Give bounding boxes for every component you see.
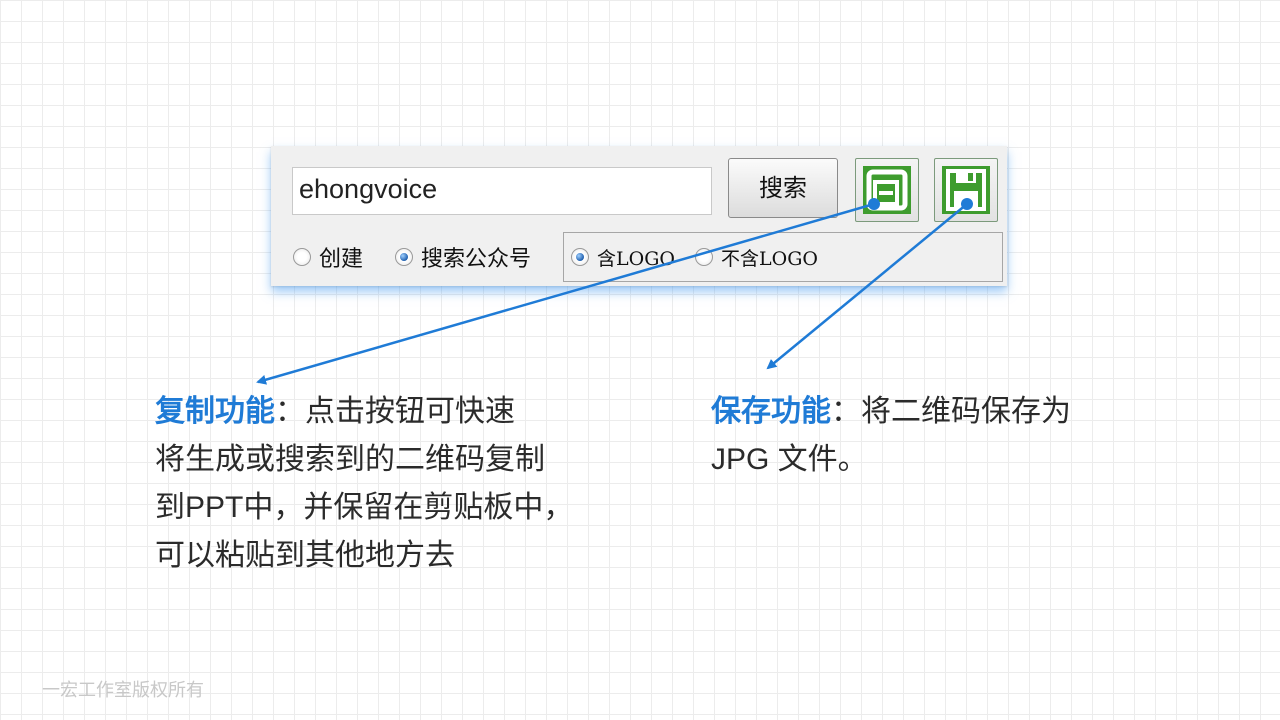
copy-callout-heading: 复制功能 <box>155 395 275 428</box>
copyright-footer: 一宏工作室版权所有 <box>42 680 204 700</box>
radio-without-logo-label: 不含LOGO <box>721 247 818 270</box>
copy-callout-line-1: 复制功能：点击按钮可快速 <box>155 388 605 436</box>
save-callout-arrow <box>766 203 968 370</box>
copy-callout-text-4: 可以粘贴到其他地方去 <box>155 539 455 572</box>
save-callout-separator: ： <box>831 395 861 428</box>
logo-option-group <box>563 232 1003 282</box>
save-callout-line-1: 保存功能：将二维码保存为 <box>711 388 1131 436</box>
copy-callout-arrow <box>256 202 875 385</box>
save-callout-heading: 保存功能 <box>711 395 831 428</box>
copy-callout-text-3: 到PPT中，并保留在剪贴板中， <box>155 491 574 524</box>
radio-search-account-indicator[interactable] <box>395 248 413 266</box>
save-callout-text-2: JPG 文件。 <box>711 443 868 476</box>
radio-search-account-label: 搜索公众号 <box>421 247 532 272</box>
radio-with-logo-indicator[interactable] <box>571 248 589 266</box>
copy-callout-separator: ： <box>275 395 305 428</box>
save-callout-text-1: 将二维码保存为 <box>861 395 1071 428</box>
radio-create-label: 创建 <box>319 247 364 272</box>
search-button[interactable]: 搜索 <box>728 158 838 218</box>
radio-with-logo[interactable]: 含LOGO <box>571 242 675 272</box>
copy-callout-text-2: 将生成或搜索到的二维码复制 <box>155 443 545 476</box>
radio-create[interactable]: 创建 <box>293 242 363 272</box>
save-function-callout: 保存功能：将二维码保存为 JPG 文件。 <box>711 388 1131 484</box>
copy-function-callout: 复制功能：点击按钮可快速 将生成或搜索到的二维码复制 到PPT中，并保留在剪贴板… <box>155 388 605 580</box>
save-callout-dot <box>961 198 973 210</box>
floppy-save-icon <box>942 166 990 214</box>
radio-without-logo[interactable]: 不含LOGO <box>695 242 818 272</box>
save-button[interactable] <box>934 158 998 222</box>
search-input[interactable]: ehongvoice <box>292 167 712 215</box>
radio-create-indicator[interactable] <box>293 248 311 266</box>
copy-callout-text-1: 点击按钮可快速 <box>305 395 515 428</box>
copy-callout-dot <box>868 198 880 210</box>
radio-with-logo-label: 含LOGO <box>597 247 675 270</box>
radio-search-account[interactable]: 搜索公众号 <box>395 242 531 272</box>
